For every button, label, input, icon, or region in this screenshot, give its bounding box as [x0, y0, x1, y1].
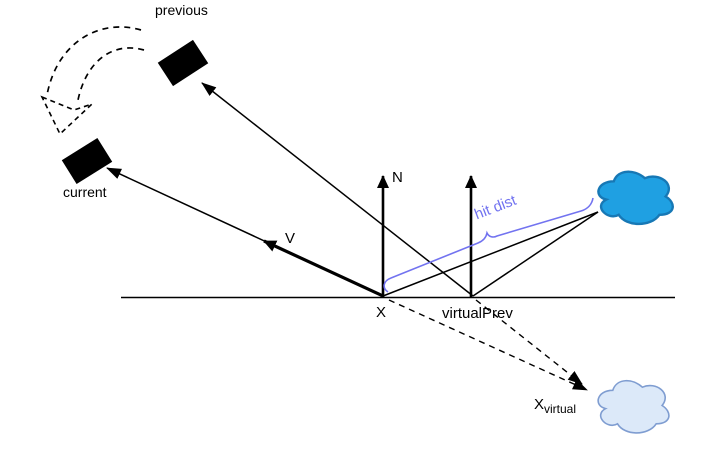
surface-point-label: X — [376, 304, 387, 321]
previous-view-ray — [201, 82, 474, 297]
motion-arrow-head — [40, 95, 93, 136]
virtual-point-label-sub: virtual — [544, 402, 577, 416]
motion-arrow-inner-arc — [77, 47, 145, 101]
view-vector-label: V — [285, 230, 296, 247]
ray-x-to-hit — [382, 211, 599, 297]
view-vector-arrow — [263, 239, 384, 298]
camera-current — [61, 137, 113, 185]
current-camera-label: current — [63, 184, 107, 200]
virtual-cloud — [597, 379, 670, 434]
dashed-ray-virtualprev-to-virtual — [475, 299, 583, 385]
virtual-point-label-base: X — [534, 396, 545, 413]
virtual-point-label: Xvirtual — [534, 396, 577, 416]
dashed-ray-x-to-virtual — [388, 299, 588, 391]
normal-label: N — [392, 169, 403, 186]
previous-camera-label: previous — [155, 2, 208, 18]
hit-distance-brace — [383, 197, 594, 293]
ray-virtualprev-to-hit — [472, 211, 599, 297]
virtual-prev-label: virtualPrev — [442, 305, 513, 322]
motion-arrow-outer-arc — [46, 26, 142, 96]
hit-cloud — [597, 170, 674, 226]
camera-previous — [157, 39, 209, 87]
